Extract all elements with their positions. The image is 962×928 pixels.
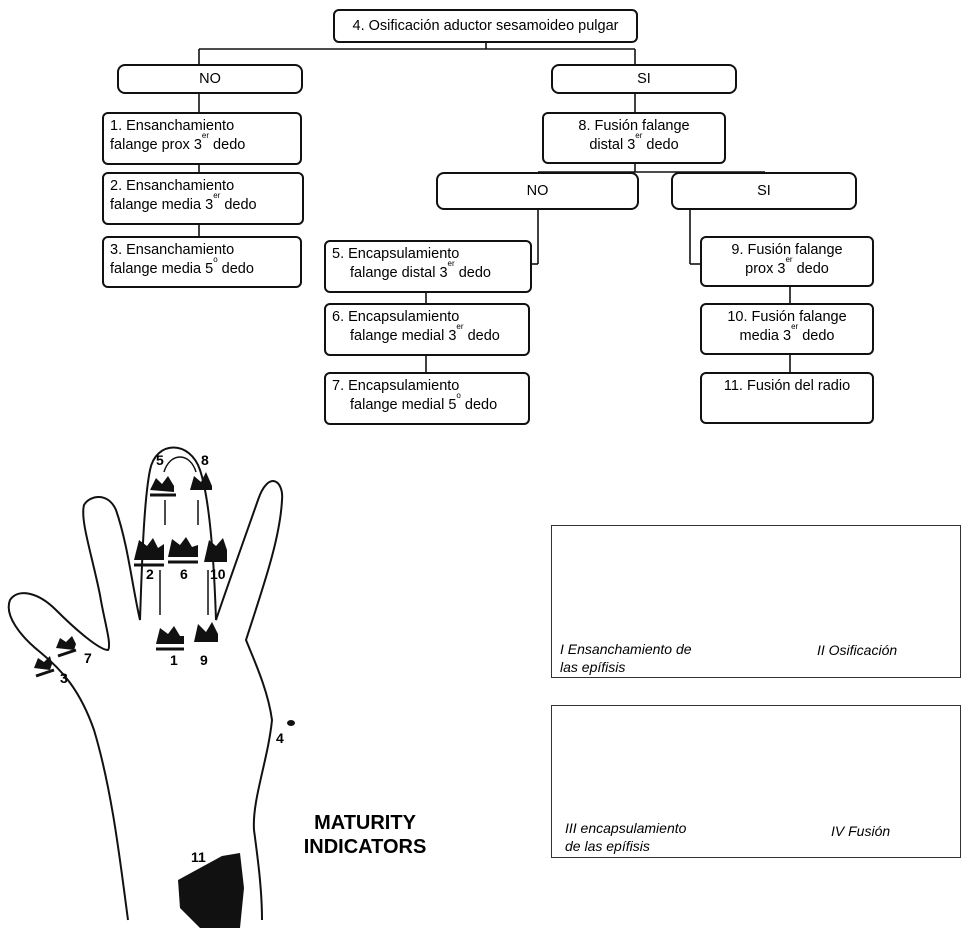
node-4-text: 4. Osificación aductor sesamoideo pulgar xyxy=(352,17,619,34)
stage-panel-1-2 xyxy=(551,525,961,678)
hand-label-3: 3 xyxy=(60,670,68,686)
hand-label-2: 2 xyxy=(146,566,154,582)
bone-3 xyxy=(34,656,52,670)
bone-8 xyxy=(190,472,212,490)
node-6: 6. Encapsulamiento falange medial 3er de… xyxy=(324,303,530,356)
node-3: 3. Ensanchamiento falange media 5o dedo xyxy=(102,236,302,288)
node-4-root: 4. Osificación aductor sesamoideo pulgar xyxy=(333,9,638,43)
stage-caption-iv: IV Fusión xyxy=(831,823,891,839)
node-5: 5. Encapsulamiento falange distal 3er de… xyxy=(324,240,532,293)
node-2: 2. Ensanchamiento falange media 3er dedo xyxy=(102,172,304,225)
node-1: 1. Ensanchamiento falange prox 3er dedo xyxy=(102,112,302,165)
branch-no-left: NO xyxy=(117,64,303,94)
bone-11 xyxy=(178,853,244,928)
bone-7 xyxy=(56,636,76,650)
bone-10 xyxy=(204,538,227,562)
hand-label-10: 10 xyxy=(210,566,226,582)
bone-4 xyxy=(287,720,295,726)
stage-caption-i: I Ensanchamiento de las epífisis xyxy=(560,641,692,675)
bone-5 xyxy=(150,476,174,492)
node-7: 7. Encapsulamiento falange medial 5o ded… xyxy=(324,372,530,425)
hand-label-8: 8 xyxy=(201,452,209,468)
hand-label-5: 5 xyxy=(156,452,164,468)
branch-si-right: SI xyxy=(551,64,737,94)
node-8: 8. Fusión falange distal 3er dedo xyxy=(542,112,726,164)
node-10: 10. Fusión falange media 3er dedo xyxy=(700,303,874,355)
node-11: 11. Fusión del radio xyxy=(700,372,874,424)
hand-label-1: 1 xyxy=(170,652,178,668)
hand-label-4: 4 xyxy=(276,730,284,746)
hand-label-11: 11 xyxy=(191,849,206,865)
bone-6 xyxy=(168,537,198,557)
stage-panel-3-4 xyxy=(551,705,961,858)
branch-si-mid: SI xyxy=(671,172,857,210)
hand-label-9: 9 xyxy=(200,652,208,668)
bone-2 xyxy=(134,538,164,560)
maturity-indicators-title: MATURITY INDICATORS xyxy=(303,812,427,858)
bone-1 xyxy=(156,626,184,644)
stage-caption-ii: II Osificación xyxy=(817,642,898,658)
bone-9 xyxy=(194,622,218,642)
node-9: 9. Fusión falange prox 3er dedo xyxy=(700,236,874,287)
hand-label-7: 7 xyxy=(84,650,92,666)
branch-no-mid: NO xyxy=(436,172,639,210)
hand-label-6: 6 xyxy=(180,566,188,582)
hand-outline xyxy=(7,446,284,921)
stage-caption-iii: III encapsulamiento de las epífisis xyxy=(565,820,687,854)
